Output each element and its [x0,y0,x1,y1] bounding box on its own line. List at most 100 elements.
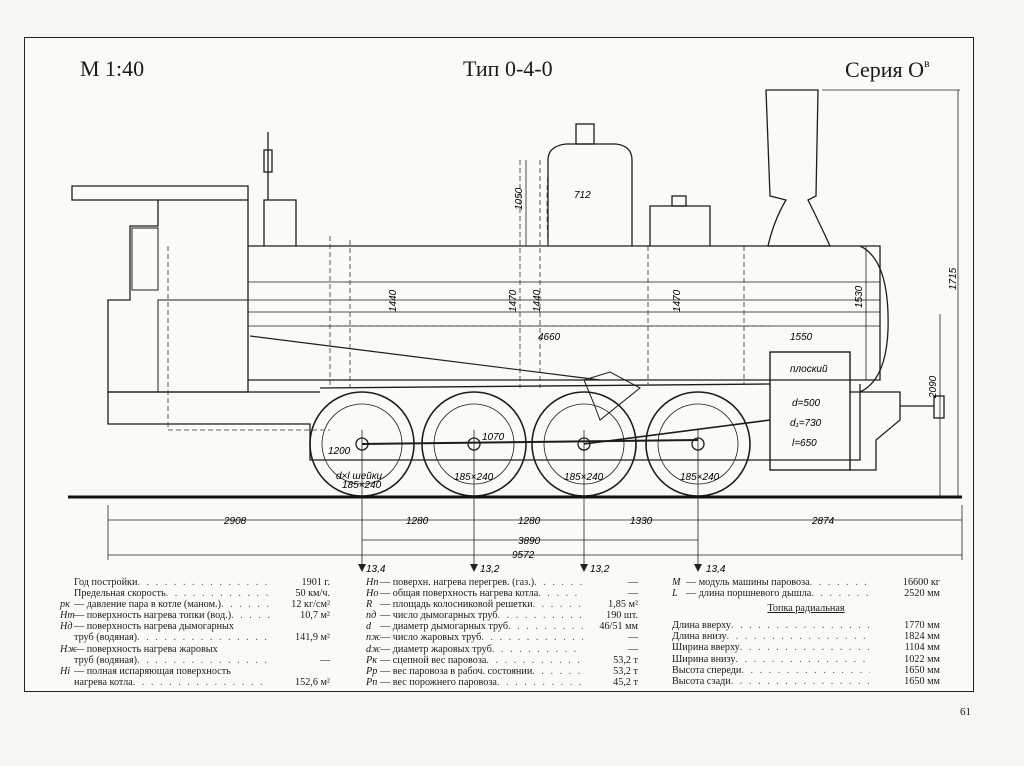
axle-load-2: 13,2 [480,564,500,575]
axle-label-2: 185×240 [454,472,494,483]
leader-dots [727,631,870,642]
leader-dots [486,655,583,666]
leader-dots [731,620,870,631]
spec-value: 50 км/ч. [295,588,330,600]
leader-dots [481,632,583,643]
spec-value: 1104 мм [904,642,940,654]
cylinder-d1: d₁=730 [790,418,822,429]
spec-label: — площадь колосниковой решетки [380,599,533,611]
spec-value: — [627,643,638,655]
spec-symbol: pк [60,599,70,611]
coupling-rod [361,439,699,445]
sand-dome [649,205,711,246]
spec-label: — число жаровых труб [380,632,482,644]
smokebox-front [859,245,889,393]
spec-row: труб (водяная) — [60,655,330,666]
spec-label: — полная испаряющая поверхность [74,665,231,677]
spec-row: Pк— сцепной вес паровоза53,2 т [366,655,638,666]
cylinder-stroke: l=650 [792,438,817,449]
spec-symbol: Hд [60,621,73,633]
dim-1330: 1330 [630,516,653,527]
spec-row: Pп— вес порожнего паровоза45,2 т [366,677,638,688]
spec-value: 10,7 м² [300,610,330,622]
dim-1440-a: 1440 [388,289,399,312]
spec-symbol: Hо [366,588,379,600]
spec-value: 152,6 м² [295,676,330,688]
leader-dots [137,577,270,588]
dim-712: 712 [574,190,591,201]
spec-symbol: M [672,577,681,588]
spec-row: Высота сзади1650 мм [672,676,940,687]
spec-symbol: dж [366,643,381,655]
spec-symbol: L [672,588,678,600]
spec-row: L— длина поршневого дышла2520 мм [672,588,940,599]
leader-dots [532,666,583,677]
leader-dots [492,644,583,655]
spec-row: pк— давление пара в котле (маном.)12 кг/… [60,599,330,610]
spec-row: Hд— поверхность нагрева дымогарных [60,621,330,632]
leader-dots [731,676,870,687]
spec-row: Ширина внизу1022 мм [672,654,940,665]
dim-2874: 2874 [811,516,835,527]
spec-value [270,644,330,655]
axle-load-1: 13,4 [366,564,386,575]
spec-symbol [60,655,74,666]
spec-label: труб (водяная) [74,632,138,644]
cab-lower-panel [157,299,249,393]
spec-label: нагрева котла [74,676,133,688]
spec-row: R— площадь колосниковой решетки1,85 м² [366,599,638,610]
leader-dots [508,621,583,632]
wheel-arrangement-title: Тип 0-4-0 [463,56,553,81]
dim-1715: 1715 [948,267,959,290]
cylinder-title: плоский [790,364,828,375]
spec-row: Предельная скорость50 км/ч. [60,588,330,599]
valve-gear [583,371,641,421]
spec-label: — вес порожнего паровоза [380,676,497,688]
leader-dots [534,577,583,588]
spec-value: — [627,632,638,644]
spec-symbol: R [366,599,373,611]
cylinder-diameter: d=500 [792,398,821,409]
spec-row: nд— число дымогарных труб190 шт. [366,610,638,621]
spec-label: труб (водяная) [74,654,138,666]
spec-row: Hi— полная испаряющая поверхность [60,666,330,677]
spec-symbol [60,632,74,643]
boiler [248,245,881,381]
spec-label: — давление пара в котле (маном.) [74,599,221,611]
cab [107,200,249,393]
spec-row: Hж— поверхность нагрева жаровых [60,644,330,655]
leader-dots [166,588,270,599]
dim-1070: 1070 [482,432,505,443]
dim-1550: 1550 [790,332,813,343]
cab-window [131,227,159,291]
spec-label: — число дымогарных труб [380,610,498,622]
spec-row: Высота спереди1650 мм [672,665,940,676]
dim-1050: 1050 [514,187,525,210]
furnace-title: Топка радиальная [767,603,845,615]
spec-symbol: Hп [366,577,379,588]
spec-row: Длина вверху1770 мм [672,620,940,631]
spec-symbol [60,677,74,688]
spec-row: труб (водяная)141,9 м² [60,632,330,643]
specs-column-left: Год постройки1901 г.Предельная скорость5… [60,577,330,688]
spec-label: — поверхность нагрева жаровых [74,643,218,655]
spec-value [270,621,330,632]
spec-label: — общая поверхность нагрева котла [380,588,539,600]
spec-label: — модуль машины паровоза [686,577,810,588]
leader-dots [137,655,270,666]
spec-value: 190 шт. [606,610,638,622]
leader-dots [741,665,870,676]
axle-label-3: 185×240 [564,472,604,483]
spec-label: — вес паровоза в рабоч. состоянии [380,665,533,677]
axle-label-1: 185×240 [342,480,382,491]
spec-value: 1770 мм [904,620,940,632]
specs-column-middle: Hп— поверхн. нагрева перегрев. (газ.)—Hо… [366,577,638,688]
spec-symbol: Pп [366,676,378,688]
spec-value: — [319,654,330,666]
spec-symbol: Pк [366,654,377,666]
dim-total-length: 9572 [512,550,535,561]
spec-value: — [627,588,638,600]
leader-dots [740,642,870,653]
spec-label: — диаметр дымогарных труб [380,621,509,633]
leader-dots [133,677,270,688]
